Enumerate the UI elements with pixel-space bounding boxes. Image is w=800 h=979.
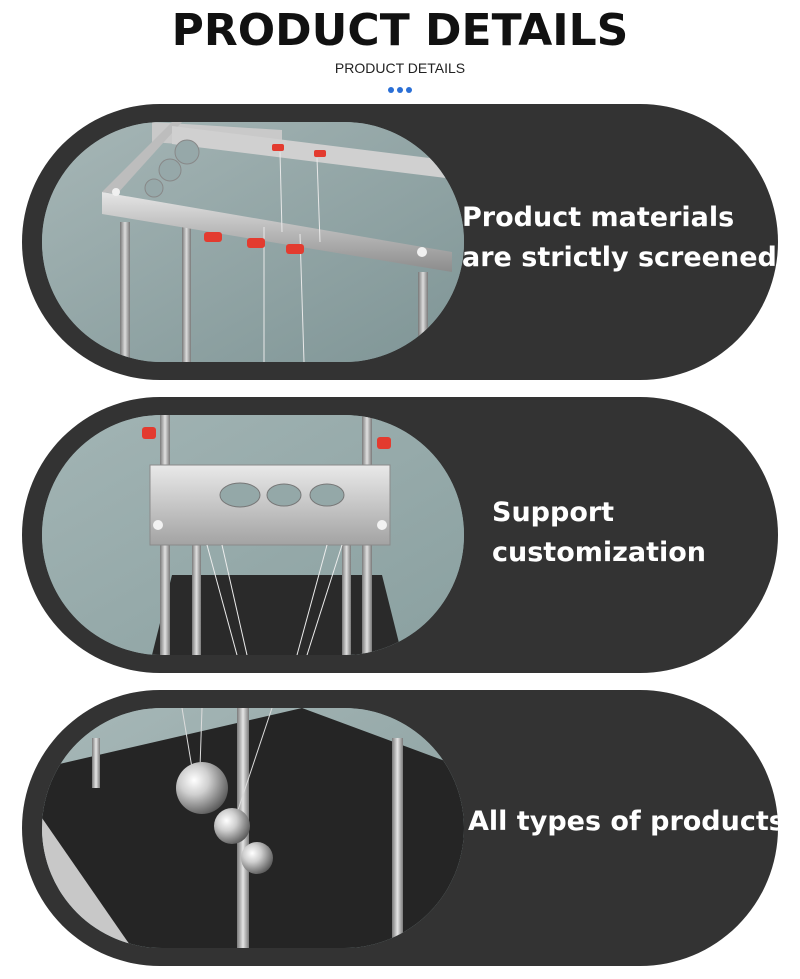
dot-icon [388, 87, 394, 93]
product-photo-frame-base [42, 415, 464, 655]
product-photo-frame-top [42, 122, 464, 362]
dot-icon [406, 87, 412, 93]
caption-line-1: All types of products [468, 806, 778, 837]
caption-customization: Support customization [492, 493, 706, 573]
caption-line-1: Support [492, 497, 615, 528]
feature-card-materials: Product materials are strictly screened [22, 104, 778, 380]
caption-materials: Product materials are strictly screened [462, 198, 777, 278]
photo-illustration [42, 122, 464, 362]
photo-illustration [42, 708, 464, 948]
dots-decoration [0, 78, 800, 97]
dot-icon [397, 87, 403, 93]
page-title: PRODUCT DETAILS [171, 5, 629, 56]
caption-line-2: customization [492, 537, 707, 568]
product-photo-pendulum [42, 708, 464, 948]
caption-line-2: are strictly screened [462, 242, 777, 273]
page-subtitle: PRODUCT DETAILS [334, 60, 466, 76]
caption-line-1: Product materials [462, 202, 735, 233]
photo-illustration [42, 415, 464, 655]
feature-card-product-types: All types of products [22, 690, 778, 966]
feature-card-customization: Support customization [22, 397, 778, 673]
header: PRODUCT DETAILS PRODUCT DETAILS [0, 0, 800, 100]
caption-product-types: All types of products [468, 802, 778, 842]
